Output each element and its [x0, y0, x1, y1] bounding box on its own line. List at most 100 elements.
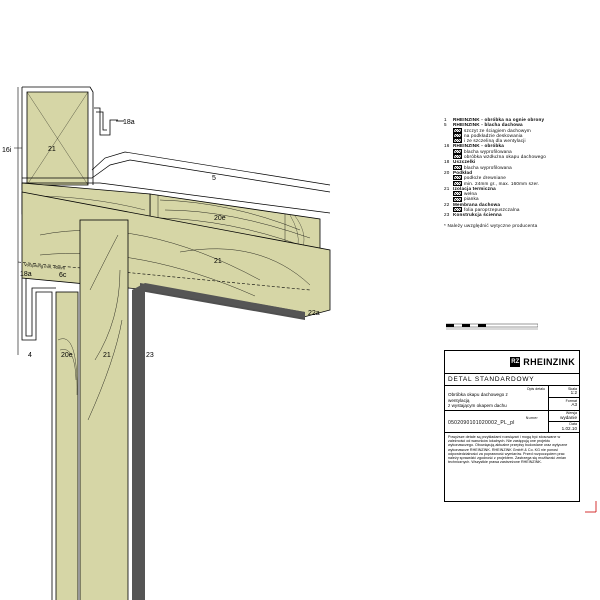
number-label: Numer — [525, 416, 538, 421]
code-row: Numer 0502090101020002_PL_pl Wersja wyda… — [445, 410, 579, 433]
hatch-swatch-icon — [453, 207, 462, 213]
description-line-3: z wystającym okapem dachu — [448, 403, 507, 409]
legend-item-number: 18 — [444, 159, 450, 165]
legend-item-number: 1 — [444, 117, 447, 122]
scale-value: 1:2 — [570, 390, 577, 396]
legend-subitem: podłoże drewniane — [444, 175, 594, 181]
legend-item-number: 23 — [444, 212, 450, 218]
legend-item-number: 22 — [444, 201, 450, 207]
legend-subitem: blacha wyprofilowana — [444, 165, 594, 170]
ventilation-hint: Vorsprung min. 40mm — [24, 262, 66, 271]
legend-item-number: 16 — [444, 143, 450, 149]
description-line-2: wentylacją — [448, 397, 470, 403]
hatch-swatch-icon — [453, 148, 462, 154]
legend-note: * Należy uwzględnić wytyczne producenta — [444, 222, 538, 228]
legend-subitem: na podkładzie deskowania — [444, 132, 594, 139]
legend-subitem-text: min. 24mm gr., max. 160mm szer. — [464, 180, 540, 186]
legend-subitem: i ze szczeliną dla wentylacji — [444, 138, 594, 144]
date-label: Data — [569, 422, 577, 427]
wall-board-20e — [55, 291, 79, 600]
label-5: 5 — [212, 175, 216, 182]
label-16i: 16i — [2, 147, 12, 154]
legend-item-text: Izolacja termiczna — [453, 185, 496, 191]
legend-subitem-text: obróbka wzdłużna okapu dachowego — [464, 154, 546, 160]
format-label: Format — [565, 398, 577, 403]
description-grid: Opis detalu Obróbka okapu dachowego z we… — [445, 386, 579, 411]
scale-label: Skala — [568, 386, 577, 391]
legend-item-text: Konstrukcja ścienna — [453, 212, 502, 218]
legend-subitem: wełna — [444, 191, 594, 197]
legend-item: 1 RHEINZINK - obróbka na ognie obrony — [444, 117, 594, 122]
label-20e-mid: 20e — [214, 215, 226, 222]
legend-subitem-text: szczyt ze ściągiem dachowym — [464, 127, 531, 133]
brand-row: RZ RHEINZINK — [445, 351, 579, 374]
roof-sheet-lines — [22, 151, 331, 214]
label-6c: 6c — [59, 272, 67, 279]
legend-subitem-text: na podkładzie deskowania — [464, 132, 523, 138]
hatch-swatch-icon — [453, 138, 462, 144]
rheinzink-logo-icon: RZ — [510, 357, 521, 367]
ventilation-dashed-line — [17, 261, 311, 291]
legend-subitem: obróbka wzdłużna okapu dachowego — [444, 154, 594, 160]
drawing-code-cell: Numer 0502090101020002_PL_pl — [445, 410, 549, 432]
hatch-swatch-icon — [453, 164, 462, 170]
insulation-block-top — [26, 91, 89, 186]
date-cell: Data 1.02.10 — [549, 422, 579, 432]
legend-item-text: Uszczelki — [453, 159, 476, 165]
title-block: RZ RHEINZINK DETAL STANDARDOWY Opis deta… — [444, 350, 580, 502]
label-4: 4 — [28, 352, 32, 359]
hatch-swatch-icon — [453, 127, 462, 133]
legend-subitem: szczyt ze ściągiem dachowym — [444, 128, 594, 133]
legend-item-text: RHEINZINK - blacha dachowa — [453, 122, 523, 128]
version-cell: Wersja wydanie — [549, 411, 579, 422]
label-23: 23 — [146, 352, 154, 359]
drawing-code: 0502090101020002_PL_pl — [448, 420, 515, 427]
version-value: wydanie — [560, 414, 577, 420]
legend-subitem: min. 24mm gr., max. 160mm szer. — [444, 181, 594, 186]
detail-heading: DETAL STANDARDOWY — [445, 374, 579, 386]
legend-subitem-text: blacha wyprofilowana — [464, 148, 512, 154]
legend-item: 5 RHEINZINK - blacha dachowa — [444, 122, 594, 127]
legend-item-number: 21 — [444, 185, 450, 191]
hatch-swatch-icon — [453, 196, 462, 202]
legend-item-text: Podkład — [453, 169, 473, 175]
hatch-swatch-icon — [453, 175, 462, 181]
description-cell: Opis detalu Obróbka okapu dachowego z we… — [445, 386, 549, 410]
legend-subitem-text: pianka — [464, 196, 479, 202]
legend-item-text: Membrana dachowa — [453, 201, 501, 207]
legend: 1 RHEINZINK - obróbka na ognie obrony 5 RHE… — [444, 117, 594, 228]
legend-item-text: RHEINZINK - obróbka na ognie obrony — [453, 117, 545, 122]
version-date-column: Wersja wydanie Data 1.02.10 — [549, 411, 579, 432]
legend-subitem-text: wełna — [464, 191, 478, 197]
hatch-swatch-icon — [453, 154, 462, 160]
label-18a-top: 18a — [123, 119, 135, 126]
label-22a: 22a — [308, 310, 320, 317]
wall-construction-23 — [132, 283, 305, 600]
description-line-1: Obróbka okapu dachowego z — [448, 392, 508, 398]
version-label: Wersja — [565, 411, 577, 416]
label-21-low: 21 — [103, 352, 111, 359]
hatch-swatch-icon — [453, 133, 462, 139]
scale-cell: Skala 1:2 — [549, 386, 579, 399]
legend-subitem: blacha wyprofilowana — [444, 149, 594, 154]
legend-subitem: pianka — [444, 196, 594, 202]
hatch-swatch-icon — [453, 180, 462, 186]
legend-item-number: 5 — [444, 122, 447, 128]
label-18a-left: 18a — [20, 271, 32, 278]
scale-format-column: Skala 1:2 Format A3 — [549, 386, 579, 410]
format-cell: Format A3 — [549, 398, 579, 409]
wall-stud-21 — [79, 219, 129, 600]
hatch-swatch-icon — [453, 191, 462, 197]
label-20e-low: 20e — [61, 352, 73, 359]
legend-subitem-text: folia paroprzepuszczalna — [464, 207, 520, 213]
description-label: Opis detalu — [526, 387, 545, 391]
brand-name: RHEINZINK — [523, 357, 575, 367]
scale-bar — [446, 323, 538, 330]
legend-subitem-text: podłoże drewniane — [464, 175, 506, 181]
label-21-top: 21 — [48, 146, 56, 153]
